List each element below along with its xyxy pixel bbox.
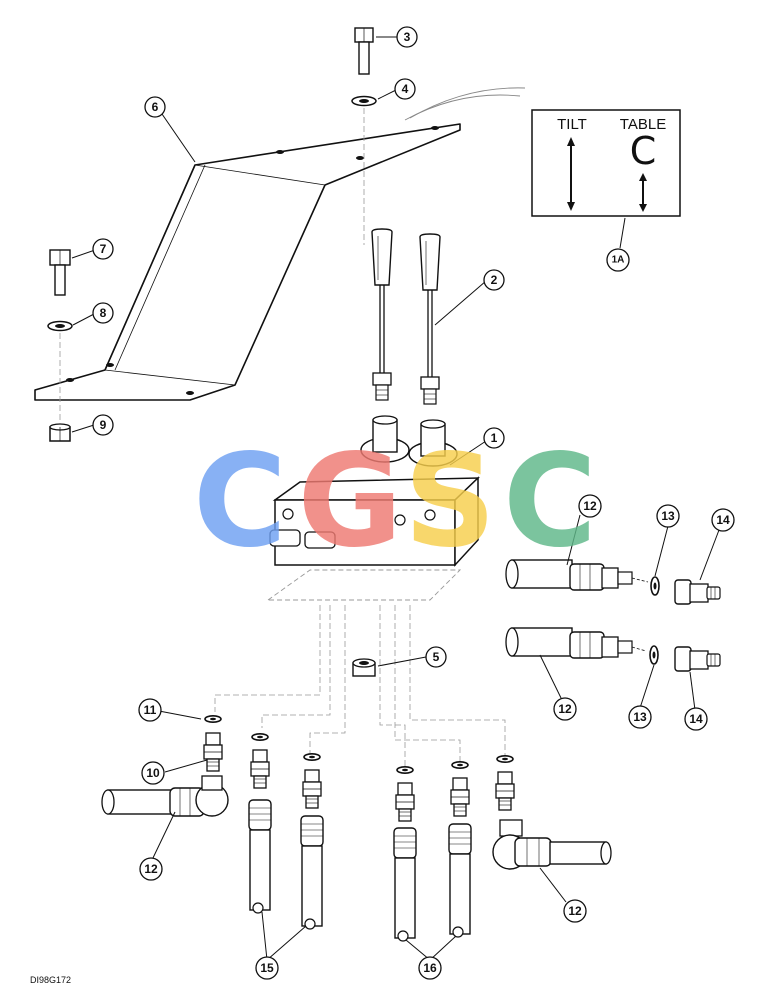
bolt-3 — [354, 27, 374, 75]
table-symbol: C — [630, 129, 657, 173]
nut-5 — [352, 658, 376, 677]
callout-12-right-bottom: 12 — [563, 899, 587, 923]
mounting-bracket — [34, 87, 526, 401]
callout-12-left: 12 — [139, 857, 163, 881]
watermark: C G S C — [193, 427, 597, 576]
callout-16: 16 — [418, 956, 442, 980]
callout-4: 4 — [394, 78, 416, 100]
callout-11: 11 — [138, 698, 162, 722]
gasket-plate — [266, 569, 462, 601]
svg-text:8: 8 — [100, 306, 107, 320]
callout-12-lower: 12 — [553, 697, 577, 721]
svg-text:12: 12 — [144, 862, 158, 876]
control-valve — [269, 415, 480, 567]
svg-text:16: 16 — [423, 961, 437, 975]
svg-text:11: 11 — [144, 703, 157, 717]
svg-text:4: 4 — [402, 82, 409, 96]
svg-text:9: 9 — [100, 418, 107, 432]
elbow-hose-left — [101, 775, 229, 817]
callout-12-upper: 12 — [578, 494, 602, 518]
callout-3: 3 — [396, 26, 418, 48]
svg-text:15: 15 — [260, 961, 274, 975]
leader-lines — [71, 36, 720, 961]
callout-2: 2 — [483, 269, 505, 291]
watermark-letter-c1: C — [193, 427, 287, 576]
nut-9 — [49, 423, 71, 442]
callout-8: 8 — [92, 302, 114, 324]
svg-text:5: 5 — [433, 650, 440, 664]
callouts: 3 4 6 7 8 9 2 1 1A 5 11 10 12 12 12 12 1… — [92, 26, 735, 980]
washer-8 — [47, 320, 73, 332]
callout-1a: 1A — [606, 248, 630, 272]
svg-text:14: 14 — [716, 513, 730, 527]
watermark-letter-s: S — [404, 427, 496, 576]
hose-lower-right — [505, 627, 647, 659]
svg-text:14: 14 — [689, 712, 703, 726]
tilt-label: TILT — [557, 116, 587, 133]
svg-text:7: 7 — [100, 242, 107, 256]
control-levers — [371, 228, 441, 405]
callout-10: 10 — [141, 761, 165, 785]
svg-text:12: 12 — [583, 499, 597, 513]
callout-7: 7 — [92, 238, 114, 260]
svg-text:13: 13 — [633, 710, 647, 724]
bolt-7 — [49, 249, 71, 296]
svg-text:13: 13 — [661, 509, 675, 523]
table-label: TABLE — [620, 116, 666, 133]
fitting-14-lower — [674, 646, 721, 672]
elbow-hose-right — [492, 819, 612, 870]
svg-text:2: 2 — [491, 273, 498, 287]
fitting-14-upper — [674, 579, 721, 605]
watermark-letter-g: G — [297, 427, 402, 576]
svg-text:6: 6 — [152, 100, 159, 114]
washer-4 — [351, 95, 377, 107]
washer-13-upper — [650, 576, 660, 596]
fitting-group-right — [395, 754, 515, 822]
washer-13-lower — [649, 645, 659, 665]
svg-text:10: 10 — [146, 766, 160, 780]
callout-1: 1 — [483, 427, 505, 449]
table-arrow-icon — [639, 173, 647, 212]
callout-13-upper: 13 — [656, 504, 680, 528]
callout-13-lower: 13 — [628, 705, 652, 729]
hoses-15 — [248, 799, 324, 930]
reference-code: DI98G172 — [30, 975, 71, 985]
callout-14-lower: 14 — [684, 707, 708, 731]
hose-upper-right — [505, 559, 649, 591]
hoses-16 — [393, 823, 472, 942]
callout-14-upper: 14 — [711, 508, 735, 532]
svg-text:1: 1 — [491, 431, 498, 445]
callout-9: 9 — [92, 414, 114, 436]
svg-text:3: 3 — [404, 30, 411, 44]
port-routing-lines — [214, 605, 506, 766]
callout-15: 15 — [255, 956, 279, 980]
tilt-arrow-icon — [567, 137, 575, 211]
control-decal: TILT TABLE C — [531, 109, 681, 217]
callout-6: 6 — [144, 96, 166, 118]
svg-text:12: 12 — [558, 702, 572, 716]
svg-text:1A: 1A — [612, 255, 625, 266]
callout-5: 5 — [425, 646, 447, 668]
svg-text:12: 12 — [568, 904, 582, 918]
